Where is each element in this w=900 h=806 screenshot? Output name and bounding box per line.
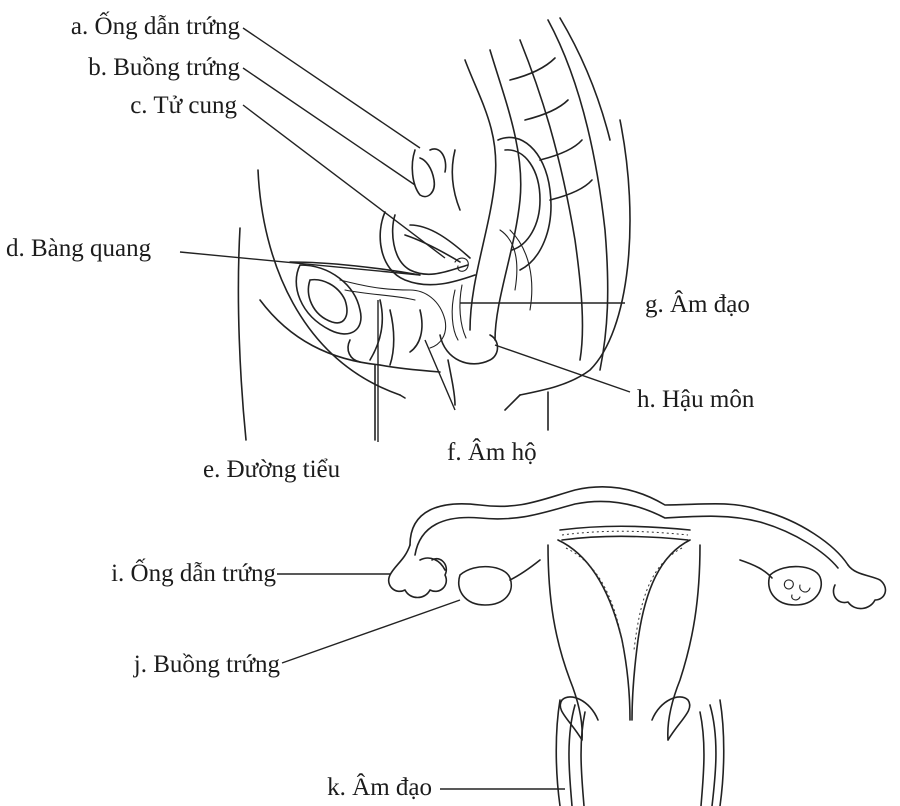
label-ong-dan-trung-i: i. Ống dẫn trứng	[111, 561, 276, 586]
label-buong-trung-j: j. Buồng trứng	[134, 652, 280, 677]
label-hau-mon-h: h. Hậu môn	[637, 387, 754, 412]
label-ong-dan-trung-a: a. Ống dẫn trứng	[71, 14, 240, 39]
label-buong-trung-b: b. Buồng trứng	[88, 55, 240, 80]
sagittal-view	[238, 18, 630, 440]
label-am-dao-k: k. Âm đạo	[327, 775, 432, 800]
label-duong-tieu-e: e. Đường tiểu	[203, 457, 340, 482]
label-am-ho-f: f. Âm hộ	[447, 440, 537, 465]
frontal-view	[389, 487, 886, 806]
label-am-dao-g: g. Âm đạo	[645, 292, 750, 317]
label-bang-quang-d: d. Bàng quang	[6, 236, 151, 261]
label-tu-cung-c: c. Tử cung	[130, 93, 237, 118]
